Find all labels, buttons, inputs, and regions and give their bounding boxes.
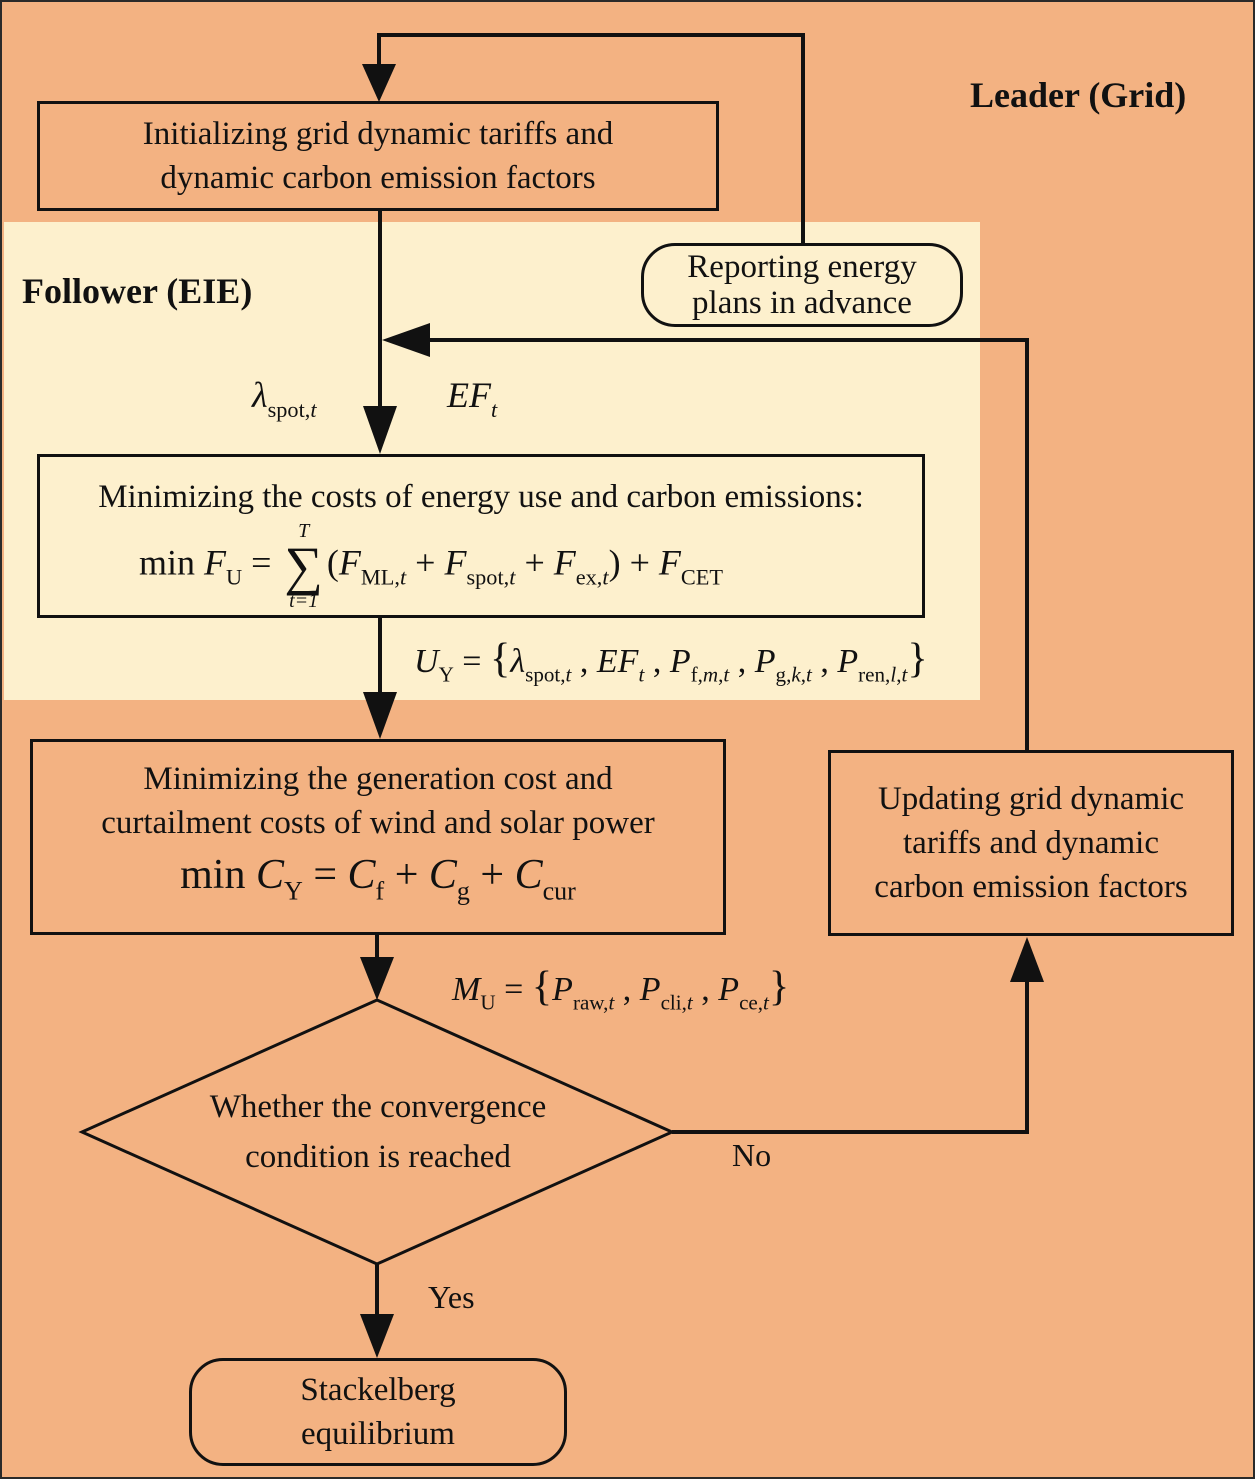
uy-symbol: U bbox=[414, 643, 439, 680]
no-label: No bbox=[732, 1137, 772, 1173]
no-branch-connector bbox=[672, 974, 1029, 1134]
update-box-line-3: carbon emission factors bbox=[874, 869, 1188, 905]
stackelberg-end-box: Stackelberg equilibrium bbox=[189, 1358, 567, 1466]
objective-subscript: U bbox=[225, 564, 243, 590]
mu-symbol: M bbox=[452, 971, 481, 1008]
arrowhead-into-decision bbox=[360, 957, 394, 1000]
generation-objective-formula: min CY = Cf + Cg + Ccur bbox=[180, 851, 576, 906]
report-box-line-1: Reporting energy bbox=[687, 249, 917, 285]
decision-line-2: condition is reached bbox=[245, 1139, 511, 1175]
follower-region-label: Follower (EIE) bbox=[22, 271, 253, 311]
sum-lower-limit: t=1 bbox=[289, 590, 319, 612]
uy-set-label: UY = {λspot,t , EFt , Pf,m,t , Pg,k,t , … bbox=[414, 635, 928, 687]
ef-symbol: EF bbox=[447, 375, 491, 415]
sum-upper-limit: T bbox=[298, 520, 310, 542]
arrowhead-into-generation bbox=[363, 692, 397, 739]
decision-diamond bbox=[78, 998, 676, 1266]
arrowhead-into-init bbox=[362, 64, 396, 102]
lambda-time-index: t bbox=[310, 397, 317, 423]
min-operator-gen: min bbox=[180, 851, 246, 898]
sigma-symbol: ∑ bbox=[284, 536, 323, 596]
follower-objective-title: Minimizing the costs of energy use and c… bbox=[98, 479, 864, 515]
follower-objective-formula: min FU = T ∑ t=1 (FML,t + Fspot,t + Fex,… bbox=[138, 520, 724, 612]
follower-region bbox=[4, 222, 980, 700]
update-box-line-2: tariffs and dynamic bbox=[903, 825, 1159, 861]
mu-subscript: U bbox=[480, 990, 496, 1015]
end-box-line-2: equilibrium bbox=[301, 1416, 455, 1452]
lambda-subscript: spot bbox=[267, 397, 305, 423]
lambda-symbol: λ bbox=[252, 375, 268, 415]
ef-time-index: t bbox=[490, 397, 498, 423]
arrowhead-into-objective bbox=[363, 406, 397, 454]
lambda-spot-label: λspot,t bbox=[252, 375, 317, 423]
follower-objective-box: Minimizing the costs of energy use and c… bbox=[37, 454, 925, 618]
update-to-objective-connector bbox=[427, 338, 1029, 750]
summation: T ∑ t=1 bbox=[284, 521, 323, 611]
decision-text: Whether the convergence condition is rea… bbox=[152, 1082, 604, 1182]
arrowhead-into-end bbox=[360, 1314, 394, 1358]
decision-line-1: Whether the convergence bbox=[209, 1089, 547, 1125]
mu-set-label: MU = {Praw,t , Pcli,t , Pce,t} bbox=[452, 963, 790, 1015]
init-box: Initializing grid dynamic tariffs and dy… bbox=[37, 101, 719, 211]
generation-objective-line-1: Minimizing the generation cost and bbox=[143, 760, 613, 797]
generation-objective-box: Minimizing the generation cost and curta… bbox=[30, 739, 726, 935]
leader-region-label: Leader (Grid) bbox=[970, 75, 1187, 115]
report-to-init-connector bbox=[377, 33, 805, 243]
report-box: Reporting energy plans in advance bbox=[641, 243, 963, 327]
init-box-line-2: dynamic carbon emission factors bbox=[160, 160, 596, 196]
yes-label: Yes bbox=[428, 1279, 475, 1315]
objective-symbol: F bbox=[203, 542, 226, 583]
generation-objective-line-2: curtailment costs of wind and solar powe… bbox=[101, 804, 655, 841]
init-box-line-1: Initializing grid dynamic tariffs and bbox=[142, 116, 614, 152]
report-box-line-2: plans in advance bbox=[692, 285, 912, 321]
update-box-line-1: Updating grid dynamic bbox=[877, 781, 1185, 817]
end-box-line-1: Stackelberg bbox=[300, 1372, 456, 1408]
emission-factor-label: EFt bbox=[447, 374, 497, 423]
min-operator: min bbox=[138, 542, 195, 583]
arrowhead-into-update bbox=[1010, 937, 1044, 982]
arrowhead-into-follower-line bbox=[382, 323, 430, 357]
update-box: Updating grid dynamic tariffs and dynami… bbox=[828, 750, 1234, 936]
uy-subscript: Y bbox=[438, 662, 454, 687]
